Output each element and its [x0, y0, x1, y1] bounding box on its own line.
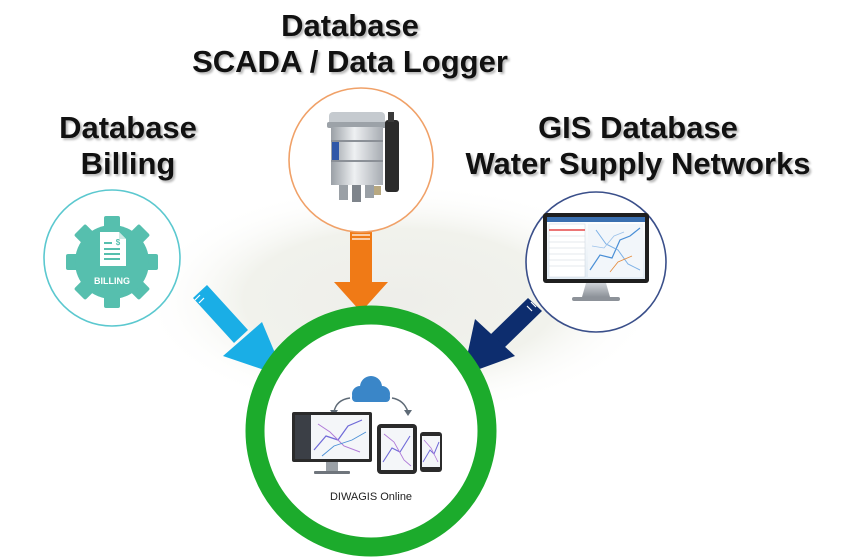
heading-billing-line2: Billing — [80, 146, 176, 181]
tablet-icon — [377, 424, 417, 474]
cloud-sync-devices-icon — [292, 376, 442, 474]
arrow-gis-shaft — [490, 298, 542, 348]
phone-icon — [420, 432, 442, 472]
billing-node: $ BILLING — [43, 189, 181, 327]
heading-billing: Database Billing — [28, 110, 228, 182]
heading-gis-line2: Water Supply Networks — [465, 146, 811, 181]
heading-billing-line1: Database — [59, 110, 197, 145]
arrow-scada-head — [334, 282, 388, 312]
billing-gear-icon: $ BILLING — [66, 216, 158, 308]
scada-node — [288, 87, 434, 233]
gis-monitor-icon — [543, 213, 649, 301]
gis-node — [525, 191, 667, 333]
heading-scada-line2: SCADA / Data Logger — [192, 44, 508, 79]
arrow-billing-shaft — [193, 285, 248, 343]
hub-label: DIWAGIS Online — [330, 491, 412, 503]
heading-gis-line1: GIS Database — [538, 110, 738, 145]
heading-scada: Database SCADA / Data Logger — [170, 8, 530, 80]
heading-scada-line1: Database — [281, 8, 419, 43]
arrow-scada-shaft — [350, 232, 372, 284]
desktop-monitor-icon — [292, 412, 372, 474]
heading-gis: GIS Database Water Supply Networks — [440, 110, 836, 182]
cloud-icon — [352, 376, 390, 402]
billing-icon-label: BILLING — [94, 276, 130, 286]
svg-text:$: $ — [116, 238, 121, 247]
arrow-gis-head — [463, 319, 515, 375]
arrow-scada-to-hub — [334, 232, 388, 312]
data-logger-device-icon — [327, 112, 399, 202]
hub-node: DIWAGIS Online — [245, 305, 497, 557]
arrow-gis-to-hub — [463, 298, 542, 375]
